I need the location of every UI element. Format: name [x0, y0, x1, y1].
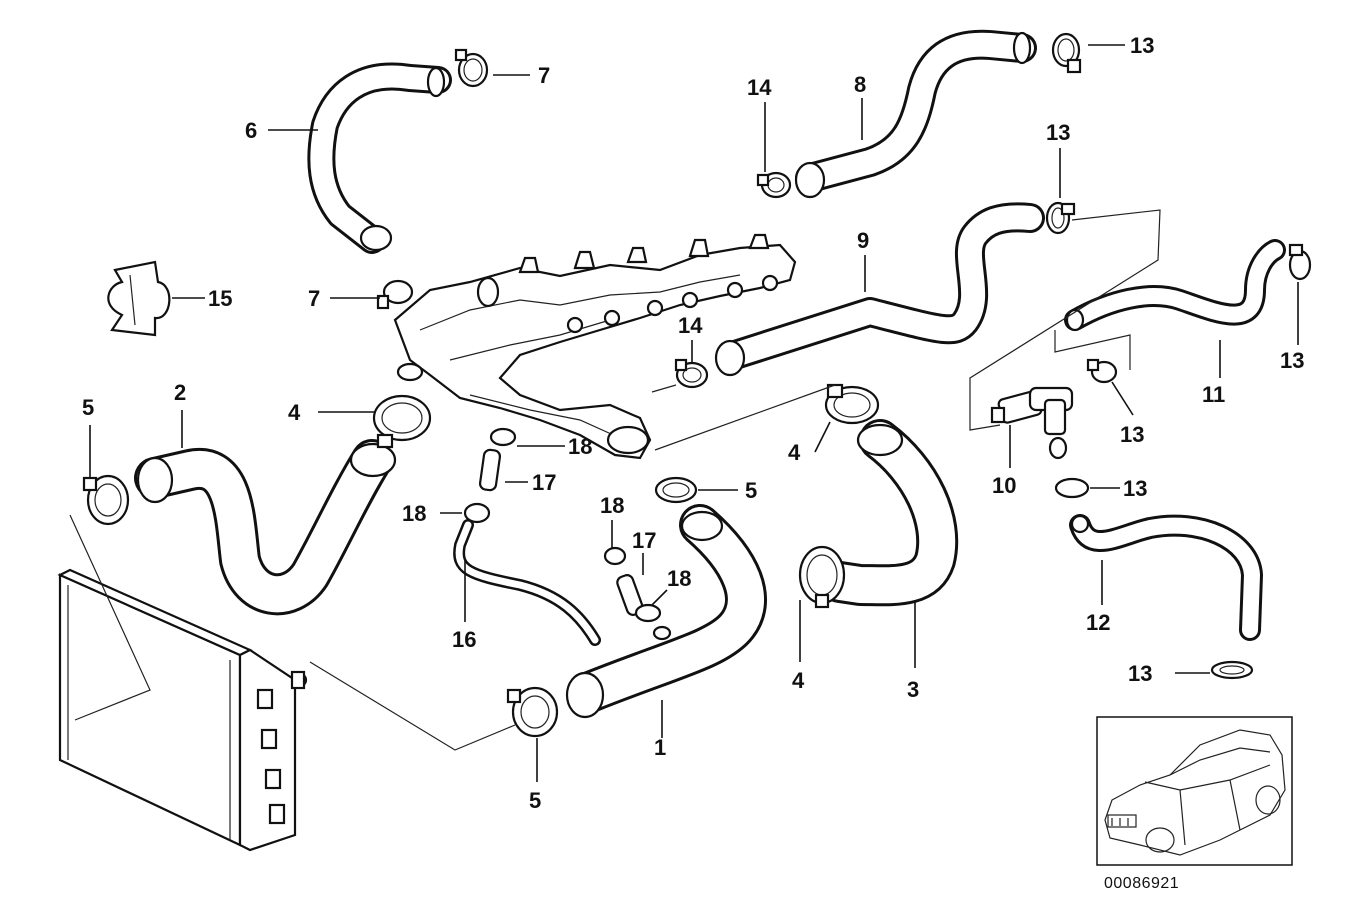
callouts: 1 2 3 4 4 4 5 5 5 6 7 7 8 — [82, 33, 1304, 813]
radiator — [57, 568, 308, 852]
hose-8 — [794, 29, 1037, 199]
valve-10 — [990, 386, 1074, 460]
hose-6 — [307, 62, 452, 254]
clamp-4-lower — [798, 545, 846, 609]
callout-18-a: 18 — [568, 434, 592, 459]
guide-lines — [69, 209, 1161, 751]
callout-8: 8 — [854, 72, 866, 97]
callout-4-lower: 4 — [792, 668, 805, 693]
clamp-5-bottom — [506, 686, 559, 738]
hose-2 — [134, 439, 397, 616]
connector-17-upper — [478, 448, 502, 492]
clamp-18-b — [463, 502, 491, 524]
callout-15: 15 — [208, 286, 232, 311]
callout-12: 12 — [1086, 610, 1110, 635]
hose-1 — [565, 504, 767, 719]
callout-5-left: 5 — [82, 395, 94, 420]
reference-number: 00086921 — [1104, 875, 1179, 892]
clamp-5-left — [82, 474, 130, 526]
clamp-13-top — [1051, 32, 1082, 74]
callout-4-upper: 4 — [288, 400, 301, 425]
hose-3 — [819, 419, 959, 607]
callout-5-mid: 5 — [745, 478, 757, 503]
clamp-5-mid — [654, 476, 698, 504]
callout-13-mid: 13 — [1046, 120, 1070, 145]
callout-2: 2 — [174, 380, 186, 405]
clamp-13-right — [1288, 243, 1312, 281]
callout-4-right: 4 — [788, 440, 801, 465]
clamp-18-a — [489, 427, 517, 447]
coolant-manifold — [393, 233, 797, 460]
clamp-13-valve — [1054, 477, 1090, 499]
callout-10: 10 — [992, 473, 1016, 498]
callout-13-bottom: 13 — [1128, 661, 1152, 686]
callout-3: 3 — [907, 677, 919, 702]
hose-11 — [1064, 239, 1286, 332]
clamp-13-bottom — [1210, 660, 1254, 680]
clamp-13-mid — [1045, 201, 1076, 235]
clamp-4-upper — [372, 394, 432, 449]
clamp-4-right — [824, 383, 880, 425]
clamp-18-d — [634, 603, 672, 641]
callout-14-lower: 14 — [678, 313, 703, 338]
callout-18-b: 18 — [402, 501, 426, 526]
callout-9: 9 — [857, 228, 869, 253]
callout-7-upper: 7 — [538, 63, 550, 88]
callout-13-left: 13 — [1120, 422, 1144, 447]
callout-18-c: 18 — [600, 493, 624, 518]
callout-13-top: 13 — [1130, 33, 1154, 58]
pipe-16 — [453, 519, 601, 646]
clamp-14-upper — [756, 171, 792, 199]
clamp-7-lower — [376, 279, 414, 310]
callout-16: 16 — [452, 627, 476, 652]
clip-15 — [107, 260, 171, 337]
car-thumbnail — [1096, 716, 1293, 866]
callout-1: 1 — [654, 735, 666, 760]
clamp-18-c — [603, 546, 627, 566]
callout-6: 6 — [245, 118, 257, 143]
callout-17-upper: 17 — [532, 470, 556, 495]
callout-11: 11 — [1202, 382, 1225, 407]
callout-18-d: 18 — [667, 566, 691, 591]
hose-9 — [714, 202, 1045, 377]
callout-13-valve: 13 — [1123, 476, 1147, 501]
clamp-7-upper — [454, 48, 489, 88]
clamp-14-lower — [674, 358, 709, 389]
clamp-13-11 — [1086, 358, 1118, 384]
callout-14-upper: 14 — [747, 75, 772, 100]
callout-13-right: 13 — [1280, 348, 1304, 373]
callout-5-bottom: 5 — [529, 788, 541, 813]
hose-12 — [1069, 514, 1263, 641]
callout-7-lower: 7 — [308, 286, 320, 311]
callout-17-lower: 17 — [632, 528, 656, 553]
